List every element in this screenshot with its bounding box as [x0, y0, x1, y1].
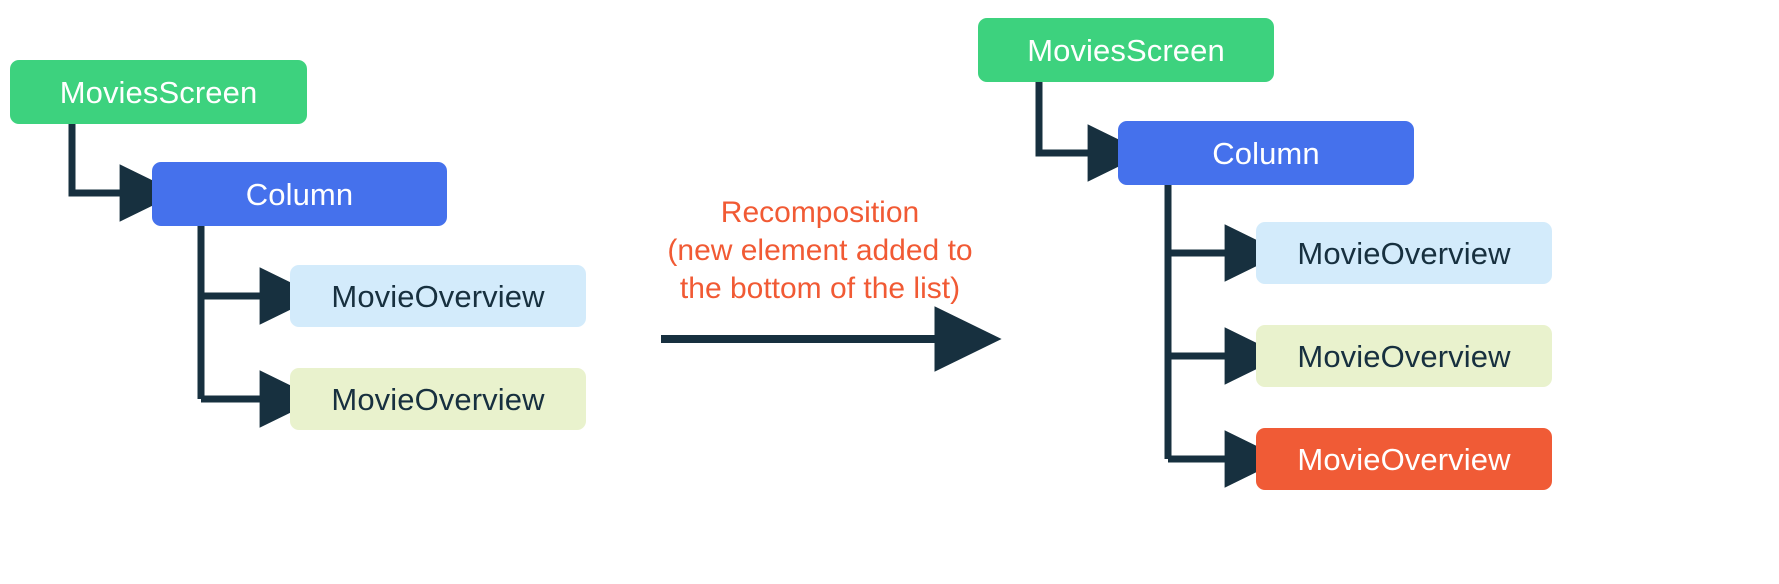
after-node-movie-overview-1[interactable]: MovieOverview	[1256, 222, 1552, 284]
after-node-movie-overview-3-new[interactable]: MovieOverview	[1256, 428, 1552, 490]
before-node-movies-screen[interactable]: MoviesScreen	[10, 60, 307, 124]
before-node-column[interactable]: Column	[152, 162, 447, 226]
after-node-column[interactable]: Column	[1118, 121, 1414, 185]
before-node-movie-overview-2[interactable]: MovieOverview	[290, 368, 586, 430]
after-node-movie-overview-2[interactable]: MovieOverview	[1256, 325, 1552, 387]
connector-screen-to-column-right	[1035, 82, 1147, 182]
before-node-movie-overview-1[interactable]: MovieOverview	[290, 265, 586, 327]
after-node-movies-screen[interactable]: MoviesScreen	[978, 18, 1274, 82]
connector-screen-to-column-left	[68, 124, 179, 222]
recomposition-caption: Recomposition (new element added to the …	[667, 196, 973, 305]
